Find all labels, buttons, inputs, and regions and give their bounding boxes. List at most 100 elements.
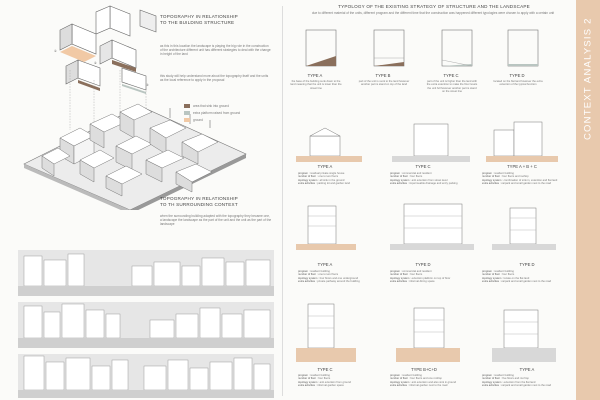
field-label: number of floor :: [390, 377, 410, 381]
section1-title-line2: TO THE BUILDING STRUCTURE: [160, 19, 235, 25]
field-label: extra activities :: [298, 182, 317, 186]
field-label: extra activities :: [390, 384, 409, 388]
field-value: impermeable drainage and entry parking: [409, 182, 458, 186]
city-block-isometric: [23, 103, 247, 210]
example-type-label: TYPE C: [415, 164, 431, 169]
examples-row-2-drawings: [296, 203, 556, 250]
field-label: program :: [390, 172, 402, 175]
example-type-label: TYPE D: [415, 262, 431, 267]
elevation-row-1: [18, 250, 274, 296]
legend-item: ground: [184, 118, 240, 123]
example-type-label: TYPE A: [519, 367, 535, 372]
field-value: informal garden next to the road: [409, 384, 448, 388]
field-value: private pathway around the building: [317, 280, 360, 284]
field-value: anti extention and also sink in ground: [411, 380, 457, 384]
column-divider: [282, 6, 283, 396]
example-type-label: TYPE D: [519, 262, 535, 267]
exploded-unit-diagram: ① ② ③: [54, 5, 157, 94]
field-value: parking lot and garden land: [317, 182, 350, 186]
example-info-r2c2: program : commercial and resident number…: [390, 270, 478, 284]
example-type-label: TYPE A: [317, 164, 333, 169]
field-value: five floors and roof top: [502, 377, 529, 381]
legend-swatch: [184, 111, 190, 116]
legend-item: extra platform raised from ground: [184, 111, 241, 116]
example-type-label: TYPE B+C+D: [411, 367, 437, 372]
field-value: four floors and rooftop: [502, 175, 529, 179]
field-label: topology system :: [298, 178, 319, 182]
elevation-row-3: [18, 354, 274, 398]
type-c-desc: part of the unit is higher than the land…: [426, 80, 478, 94]
sidebar-title: CONTEXT ANALYSIS 2: [582, 17, 594, 141]
field-value: anti extention from ground: [319, 380, 351, 384]
example-info-r1c3: program : resident building number of fl…: [482, 172, 572, 186]
field-label: number of floor :: [390, 273, 410, 277]
field-label: program :: [390, 374, 402, 377]
sidebar-band: [576, 0, 600, 400]
example-info-r1c1: program : residual private single house …: [298, 172, 386, 186]
type-a-label: TYPE A: [307, 73, 323, 78]
section2-title: TOPOGRAPHY IN RELATIONSHIP TO TH SURROUN…: [160, 196, 278, 207]
example-info-r1c2: program : commercial and resident number…: [390, 172, 478, 186]
field-value: resident building: [310, 270, 330, 273]
field-value: carpark and small garden next to the roa…: [501, 384, 552, 388]
field-label: topology system :: [482, 380, 503, 384]
field-value: extention platform on top of floor: [411, 276, 451, 280]
field-value: anti extention from street level: [411, 178, 448, 182]
field-label: extra activities :: [390, 280, 409, 284]
section1-body: as this in this location the landscape i…: [160, 44, 271, 57]
field-label: extra activities :: [482, 280, 501, 284]
svg-text:②: ②: [94, 61, 97, 65]
field-label: extra activities :: [482, 384, 501, 388]
typology-subtitle: due to different material of the units, …: [311, 11, 555, 15]
field-value: four floors: [502, 273, 515, 277]
field-label: topology system :: [298, 276, 319, 280]
section1-title-line1: TOPOGRAPHY IN RELATIONSHIP: [160, 14, 238, 19]
field-value: commercial and resident: [402, 172, 432, 175]
field-value: informal dining space: [409, 280, 435, 284]
type-b-label: TYPE B: [375, 73, 391, 78]
field-value: one to two floors: [318, 175, 339, 179]
svg-text:③: ③: [146, 83, 149, 87]
typology-title: TYPOLOGY OF THE EXISTING STRATEGY OF STR…: [338, 4, 530, 9]
field-label: number of floor :: [298, 273, 318, 277]
legend-swatch: [184, 118, 190, 123]
legend-label: extra platform raised from ground: [193, 111, 241, 116]
field-value: residual private single house: [310, 172, 345, 175]
field-label: number of floor :: [482, 175, 502, 179]
legend-swatch: [184, 104, 190, 109]
examples-row-3-drawings: [296, 303, 556, 362]
type-d-desc: located on the flat land however the ext…: [493, 80, 543, 87]
field-value: four floors and one underground: [319, 276, 359, 280]
example-info-r3c2: program : resident building number of fl…: [390, 374, 478, 388]
field-value: extention from the flat land: [503, 380, 536, 384]
field-value: commercial and resident: [402, 270, 432, 273]
svg-text:①: ①: [54, 49, 57, 53]
example-type-label: TYPE A: [317, 262, 333, 267]
field-label: number of floor :: [482, 377, 502, 381]
field-value: locate on the flat land: [503, 276, 530, 280]
section2-title-line2: TO TH SURROUNDING CONTEXT: [160, 201, 238, 207]
section2-body: when the surrounding building adapted wi…: [160, 214, 272, 227]
field-label: number of floor :: [482, 273, 502, 277]
field-value: four floors: [410, 273, 423, 277]
field-label: number of floor :: [298, 175, 318, 179]
field-label: number of floor :: [390, 175, 410, 179]
field-label: number of floor :: [298, 377, 318, 381]
section1-legend: area that sink into ground extra platfor…: [184, 104, 241, 123]
example-info-r2c1: program : resident building number of fl…: [298, 270, 386, 284]
field-value: four floors: [318, 377, 331, 381]
field-value: all sink in the ground: [319, 178, 345, 182]
field-value: one to two floors: [318, 273, 339, 277]
legend-label: ground: [193, 118, 203, 123]
field-label: topology system :: [390, 178, 411, 182]
field-value: four floors: [410, 175, 423, 179]
section1-body2: this study will help understand more abo…: [160, 74, 269, 83]
field-label: extra activities :: [390, 182, 409, 186]
field-label: program :: [390, 270, 402, 273]
field-value: carpark and small garden next to the roa…: [501, 280, 552, 284]
legend-label: area that sink into ground: [193, 104, 229, 108]
field-label: extra activities :: [298, 280, 317, 284]
example-info-r3c3: program : resident building number of fl…: [482, 374, 572, 388]
field-label: topology system :: [482, 276, 503, 280]
field-label: program :: [298, 172, 310, 175]
